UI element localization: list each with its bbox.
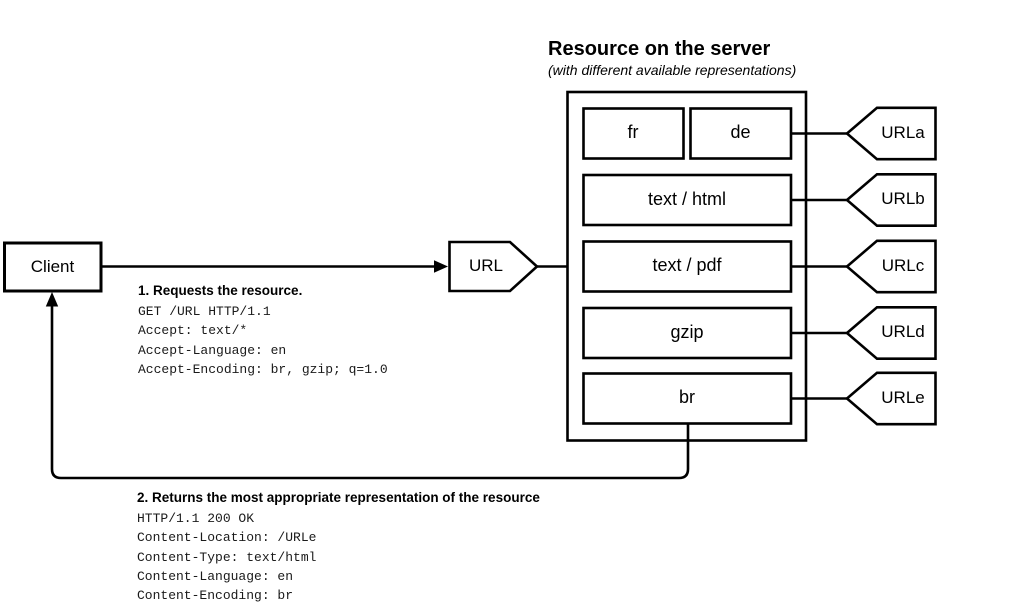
response-line-content-location: Content-Location: /URLe bbox=[137, 530, 317, 546]
request-annotation: 1. Requests the resource. GET /URL HTTP/… bbox=[138, 282, 658, 379]
url-node-shape bbox=[448, 240, 539, 293]
representation-label-text-html: text / html bbox=[647, 189, 727, 210]
url-node-label: URL bbox=[468, 256, 503, 276]
representation-box-de bbox=[689, 107, 793, 160]
server-title: Resource on the server bbox=[548, 38, 771, 60]
url-tag-shape-urlc bbox=[845, 239, 937, 294]
representation-label-de: de bbox=[730, 122, 751, 143]
request-heading: 1. Requests the resource. bbox=[138, 283, 303, 298]
representation-label-text-pdf: text / pdf bbox=[652, 255, 722, 276]
representation-box-fr bbox=[582, 107, 685, 160]
request-arrowhead-icon bbox=[434, 260, 448, 273]
response-line-content-type: Content-Type: text/html bbox=[137, 549, 317, 565]
url-tag-label-urld: URLd bbox=[881, 322, 925, 342]
url-tag-shape-urle bbox=[845, 371, 937, 426]
representation-box-text-pdf bbox=[582, 240, 793, 293]
response-line-status: HTTP/1.1 200 OK bbox=[137, 511, 255, 526]
request-line-accept: Accept: text/* bbox=[138, 323, 248, 339]
server-title-block: Resource on the server (with different a… bbox=[548, 37, 968, 79]
representation-label-gzip: gzip bbox=[670, 322, 704, 343]
response-annotation: 2. Returns the most appropriate represen… bbox=[137, 489, 657, 605]
representation-label-fr: fr bbox=[627, 122, 639, 143]
representation-box-gzip bbox=[582, 306, 793, 360]
url-tag-label-urlb: URLb bbox=[881, 189, 925, 209]
request-line-accept-language: Accept-Language: en bbox=[138, 342, 287, 358]
url-tag-shape-urla bbox=[845, 106, 937, 161]
url-tag-label-urlc: URLc bbox=[881, 256, 925, 276]
response-arrowhead-icon bbox=[45, 292, 59, 307]
url-tag-label-urle: URLe bbox=[881, 388, 925, 408]
server-subtitle: (with different available representation… bbox=[548, 62, 797, 78]
url-tag-label-urla: URLa bbox=[881, 123, 925, 143]
response-line-content-encoding: Content-Encoding: br bbox=[137, 588, 294, 604]
url-tag-shape-urld bbox=[845, 305, 937, 361]
representation-label-br: br bbox=[678, 387, 695, 408]
request-line-accept-encoding: Accept-Encoding: br, gzip; q=1.0 bbox=[138, 361, 388, 377]
response-line-content-language: Content-Language: en bbox=[137, 568, 294, 584]
response-return-line bbox=[50, 304, 690, 480]
url-tag-shape-urlb bbox=[845, 173, 937, 227]
client-label: Client bbox=[30, 256, 75, 276]
request-line-method: GET /URL HTTP/1.1 bbox=[138, 304, 271, 319]
response-heading: 2. Returns the most appropriate represen… bbox=[137, 490, 540, 505]
